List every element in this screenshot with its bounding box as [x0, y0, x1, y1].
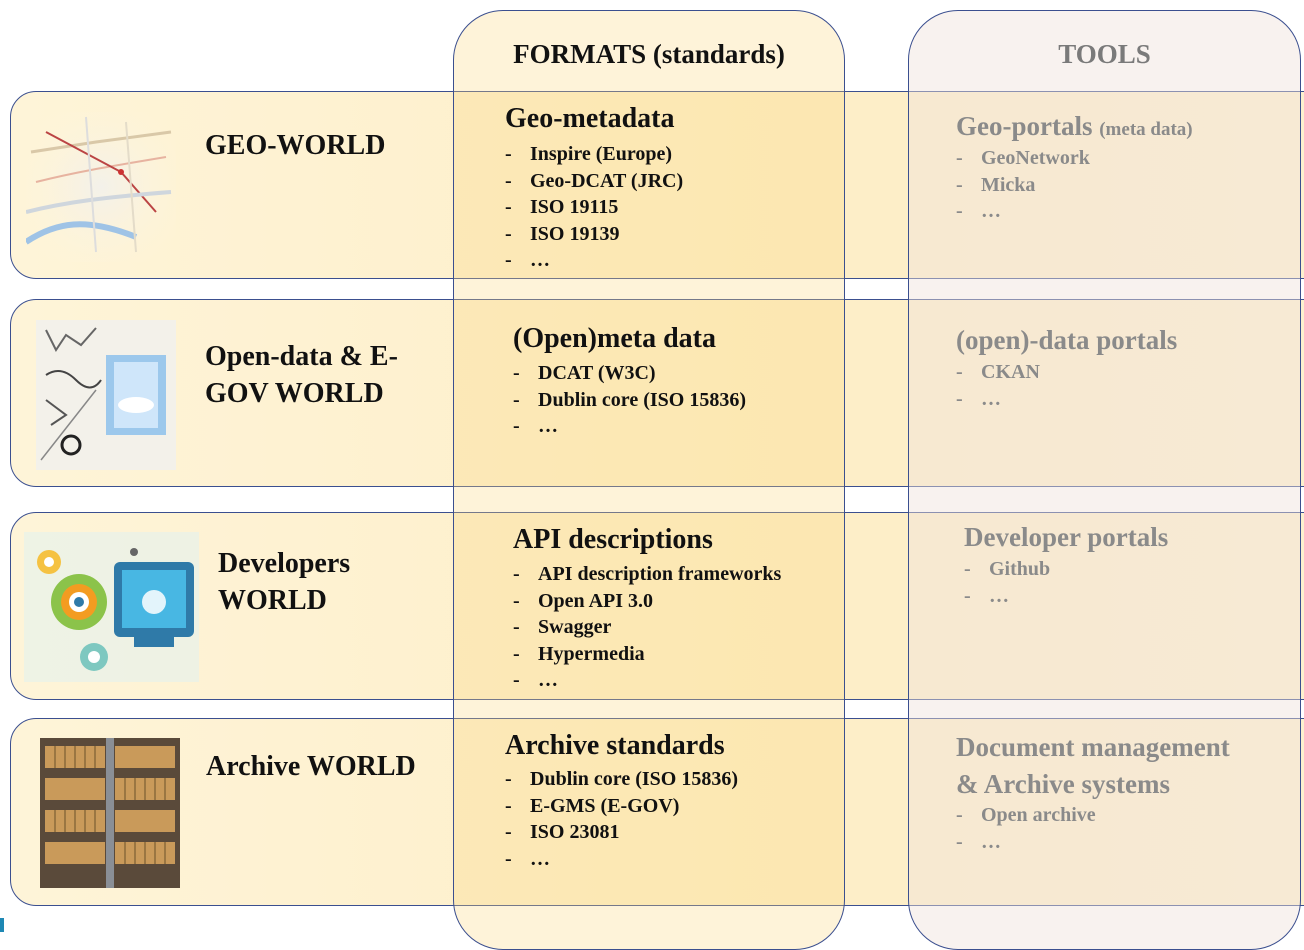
- tool-list: Github …: [964, 556, 1050, 609]
- world-label: Archive WORLD: [206, 751, 416, 782]
- formats-column-title: FORMATS (standards): [513, 39, 785, 69]
- format-list: API description frameworks Open API 3.0 …: [513, 561, 781, 694]
- tools-column-title: TOOLS: [1058, 39, 1151, 69]
- world-label-line: Open-data & E-: [205, 341, 398, 372]
- list-item: Open API 3.0: [513, 588, 781, 615]
- format-list: Dublin core (ISO 15836) E-GMS (E-GOV) IS…: [505, 766, 738, 872]
- tool-heading: Document management & Archive systems: [956, 729, 1230, 803]
- world-label-line: Developers: [218, 548, 351, 579]
- list-item: DCAT (W3C): [513, 360, 746, 387]
- list-item: Open archive: [956, 802, 1096, 829]
- tool-heading-line: Document management: [956, 732, 1230, 762]
- archive-shelves-icon: [40, 738, 180, 888]
- list-item: Dublin core (ISO 15836): [513, 387, 746, 414]
- list-item: …: [513, 413, 746, 440]
- list-item: ISO 19139: [505, 221, 683, 248]
- world-label: GEO-WORLD: [205, 130, 386, 161]
- list-item: Github: [964, 556, 1050, 583]
- list-item: …: [956, 829, 1096, 856]
- format-heading: (Open)meta data: [513, 323, 716, 354]
- tool-heading: Developer portals: [964, 522, 1169, 552]
- corner-marker: [0, 918, 4, 932]
- list-item: Geo-DCAT (JRC): [505, 168, 683, 195]
- map-icon: [26, 112, 176, 262]
- list-item: E-GMS (E-GOV): [505, 793, 738, 820]
- list-item: API description frameworks: [513, 561, 781, 588]
- format-heading: Geo-metadata: [505, 103, 675, 134]
- world-label-line: WORLD: [218, 585, 327, 616]
- world-label: Developers WORLD: [218, 545, 350, 619]
- tool-heading: (open)-data portals: [956, 325, 1178, 355]
- list-item: …: [956, 198, 1090, 225]
- list-item: Micka: [956, 172, 1090, 199]
- list-item: Dublin core (ISO 15836): [505, 766, 738, 793]
- tool-heading-suffix: (meta data): [1099, 119, 1193, 140]
- format-heading: API descriptions: [513, 524, 713, 555]
- list-item: ISO 23081: [505, 819, 738, 846]
- list-item: Hypermedia: [513, 641, 781, 668]
- list-item: …: [964, 583, 1050, 610]
- list-item: GeoNetwork: [956, 145, 1090, 172]
- gears-computer-icon: [24, 532, 199, 682]
- world-label: Open-data & E- GOV WORLD: [205, 338, 398, 412]
- tool-heading: Geo-portals (meta data): [956, 108, 1193, 148]
- tool-list: Open archive …: [956, 802, 1096, 855]
- format-heading: Archive standards: [505, 730, 725, 761]
- list-item: …: [956, 386, 1040, 413]
- list-item: …: [505, 846, 738, 873]
- tool-list: CKAN …: [956, 359, 1040, 412]
- list-item: Inspire (Europe): [505, 141, 683, 168]
- list-item: CKAN: [956, 359, 1040, 386]
- format-list: Inspire (Europe) Geo-DCAT (JRC) ISO 1911…: [505, 141, 683, 274]
- list-item: …: [513, 667, 781, 694]
- list-item: …: [505, 247, 683, 274]
- format-list: DCAT (W3C) Dublin core (ISO 15836) …: [513, 360, 746, 440]
- tool-list: GeoNetwork Micka …: [956, 145, 1090, 225]
- open-data-sketch-icon: [36, 320, 176, 470]
- list-item: ISO 19115: [505, 194, 683, 221]
- list-item: Swagger: [513, 614, 781, 641]
- tool-heading-line: & Archive systems: [956, 769, 1170, 799]
- world-label-line: GOV WORLD: [205, 378, 384, 409]
- tool-heading-main: Geo-portals: [956, 111, 1093, 141]
